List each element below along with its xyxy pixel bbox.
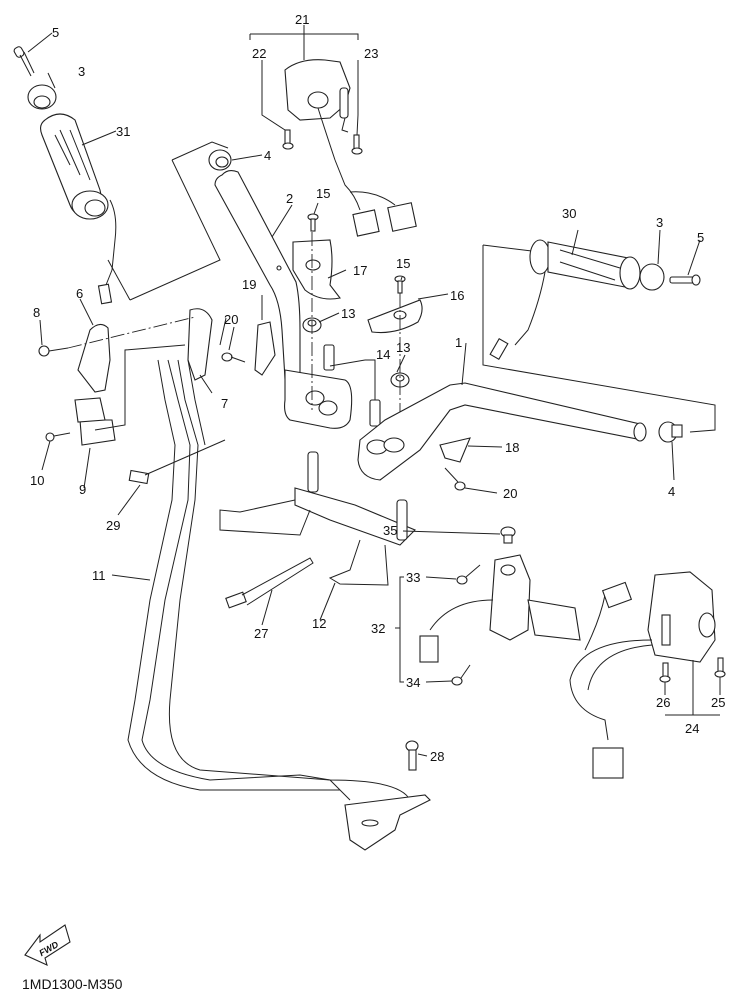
callout-20-right: 20 (503, 486, 517, 501)
cover-16 (367, 299, 423, 334)
callout-18: 18 (505, 440, 519, 455)
callout-5-left: 5 (52, 25, 59, 40)
clamp-19 (254, 321, 276, 376)
screw-26 (659, 662, 671, 683)
cap-35 (500, 526, 516, 544)
callout-6: 6 (76, 286, 83, 301)
grip-31-left (39, 113, 117, 305)
callout-5-right: 5 (697, 230, 704, 245)
callout-7: 7 (221, 396, 228, 411)
callout-22: 22 (252, 46, 266, 61)
callout-20-left: 20 (224, 312, 238, 327)
screw-10 (45, 432, 71, 442)
callout-35: 35 (383, 523, 397, 538)
bolt-8 (38, 345, 69, 357)
wire-guide-12 (219, 451, 416, 586)
clamp-18 (439, 437, 471, 463)
callout-4-right: 4 (668, 484, 675, 499)
callout-31: 31 (116, 124, 130, 139)
callout-8: 8 (33, 305, 40, 320)
grip-30-right (489, 239, 641, 361)
handlebar-1 (357, 382, 647, 481)
callout-33: 33 (406, 570, 420, 585)
grip-heater-switch-21 (284, 59, 417, 237)
cable-bracket-28-plate (344, 794, 431, 851)
callout-29: 29 (106, 518, 120, 533)
grip-end-3-left (27, 84, 57, 110)
screw-33 (456, 564, 481, 585)
callout-11: 11 (92, 568, 106, 583)
screw-5-right (669, 274, 701, 286)
screw-15-left (307, 213, 319, 232)
screw-20-right (444, 467, 466, 491)
callout-17: 17 (353, 263, 367, 278)
weight-4-right (658, 421, 683, 443)
grip-end-3-right (639, 263, 665, 291)
bolt-14-lower (369, 399, 381, 427)
callout-19: 19 (242, 277, 256, 292)
callout-3-left: 3 (78, 64, 85, 79)
bolt-14-upper (323, 344, 335, 371)
callout-15-right: 15 (396, 256, 410, 271)
handlebar-2 (214, 169, 353, 429)
screw-20-left (221, 352, 246, 363)
screw-5-left (13, 46, 35, 77)
weight-4-left (208, 149, 232, 171)
throttle-housing-6 (77, 323, 111, 393)
callout-13-right: 13 (396, 340, 410, 355)
throttle-housing-7 (187, 308, 213, 381)
callout-13-left: 13 (341, 306, 355, 321)
leader-lines (27, 25, 721, 757)
holder-9 (74, 397, 116, 446)
diagram-code: 1MD1300-M350 (22, 976, 123, 992)
callout-12: 12 (312, 616, 326, 631)
callout-27: 27 (254, 626, 268, 641)
band-27 (225, 557, 314, 609)
callout-24: 24 (685, 721, 699, 736)
cover-17 (292, 239, 341, 300)
callout-23: 23 (364, 46, 378, 61)
screw-25 (714, 657, 726, 678)
callout-10: 10 (30, 473, 44, 488)
callout-34: 34 (406, 675, 420, 690)
screw-34 (451, 664, 471, 686)
screw-23 (351, 134, 363, 155)
callout-28: 28 (430, 749, 444, 764)
band-29 (128, 439, 226, 485)
callout-32: 32 (371, 621, 385, 636)
callout-labels: 5 3 31 21 22 23 4 2 15 17 19 20 13 14 15… (30, 12, 725, 764)
callout-21: 21 (295, 12, 309, 27)
handle-switch-24 (569, 571, 716, 779)
callout-26: 26 (656, 695, 670, 710)
callout-3-right: 3 (656, 215, 663, 230)
throttle-cable-11 (127, 359, 411, 801)
callout-15-left: 15 (316, 186, 330, 201)
handle-switch-32 (419, 554, 581, 663)
callout-16: 16 (450, 288, 464, 303)
callout-25: 25 (711, 695, 725, 710)
screw-22 (282, 129, 294, 150)
callout-4-left: 4 (264, 148, 271, 163)
callout-1: 1 (455, 335, 462, 350)
fwd-arrow-icon: FWD (24, 924, 71, 966)
screw-15-right (394, 275, 406, 294)
callout-2: 2 (286, 191, 293, 206)
callout-30: 30 (562, 206, 576, 221)
callout-14: 14 (376, 347, 390, 362)
callout-9: 9 (79, 482, 86, 497)
bolt-28 (405, 740, 419, 771)
